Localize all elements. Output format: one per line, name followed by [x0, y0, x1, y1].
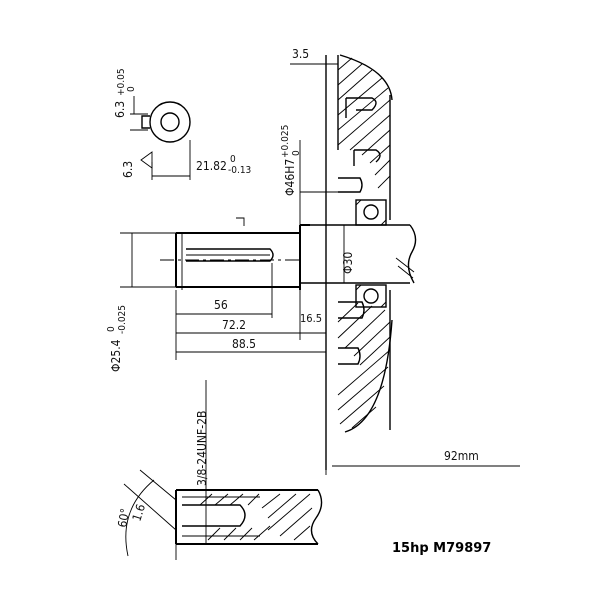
- dim-shoulder: 16.5: [300, 312, 322, 325]
- inner-shaft: [300, 224, 417, 284]
- dim-key-width-upper: +0.05: [116, 68, 127, 96]
- dim-key-seat-upper: 0: [230, 154, 236, 165]
- dim-bearing-diameter: Φ30: [341, 252, 355, 274]
- dim-key-width-lower: 0: [126, 86, 137, 92]
- keyway-section: [130, 96, 191, 180]
- dim-key-width: 6.3: [113, 101, 127, 118]
- dim-chamfer: 1.6: [130, 502, 149, 523]
- dim-shaft-length: 72.2: [222, 318, 246, 332]
- dim-thread: 3/8-24UNF-2B: [195, 411, 209, 486]
- caption: 15hp M79897: [392, 541, 491, 556]
- dim-bore-upper: +0.025: [280, 125, 291, 158]
- dim-housing-offset: 3.5: [292, 47, 309, 61]
- dim-shaft-upper: 0: [106, 326, 117, 332]
- dim-bore-lower: 0: [291, 150, 302, 156]
- thread-detail: [123, 380, 323, 560]
- thread-hatching: [199, 493, 313, 541]
- dim-shaft-lower: -0.025: [117, 305, 128, 334]
- dim-total-length: 88.5: [232, 337, 256, 351]
- dim-shaft-diameter: Φ25.4: [109, 339, 123, 372]
- bearing: [355, 199, 387, 308]
- dimension-lines: [120, 56, 520, 475]
- dim-key-seat: 21.82: [196, 159, 227, 173]
- dim-mounting-distance: 92mm: [444, 449, 479, 463]
- dim-keyway-length: 56: [214, 298, 228, 312]
- dim-key-seat-lower: -0.13: [228, 165, 251, 176]
- output-shaft: [160, 217, 310, 290]
- dim-bore: Φ46H7: [283, 159, 297, 196]
- engine-housing: [325, 54, 393, 470]
- dim-chamfer-angle: 60°: [115, 507, 132, 528]
- dim-key-depth: 6.3: [121, 161, 135, 178]
